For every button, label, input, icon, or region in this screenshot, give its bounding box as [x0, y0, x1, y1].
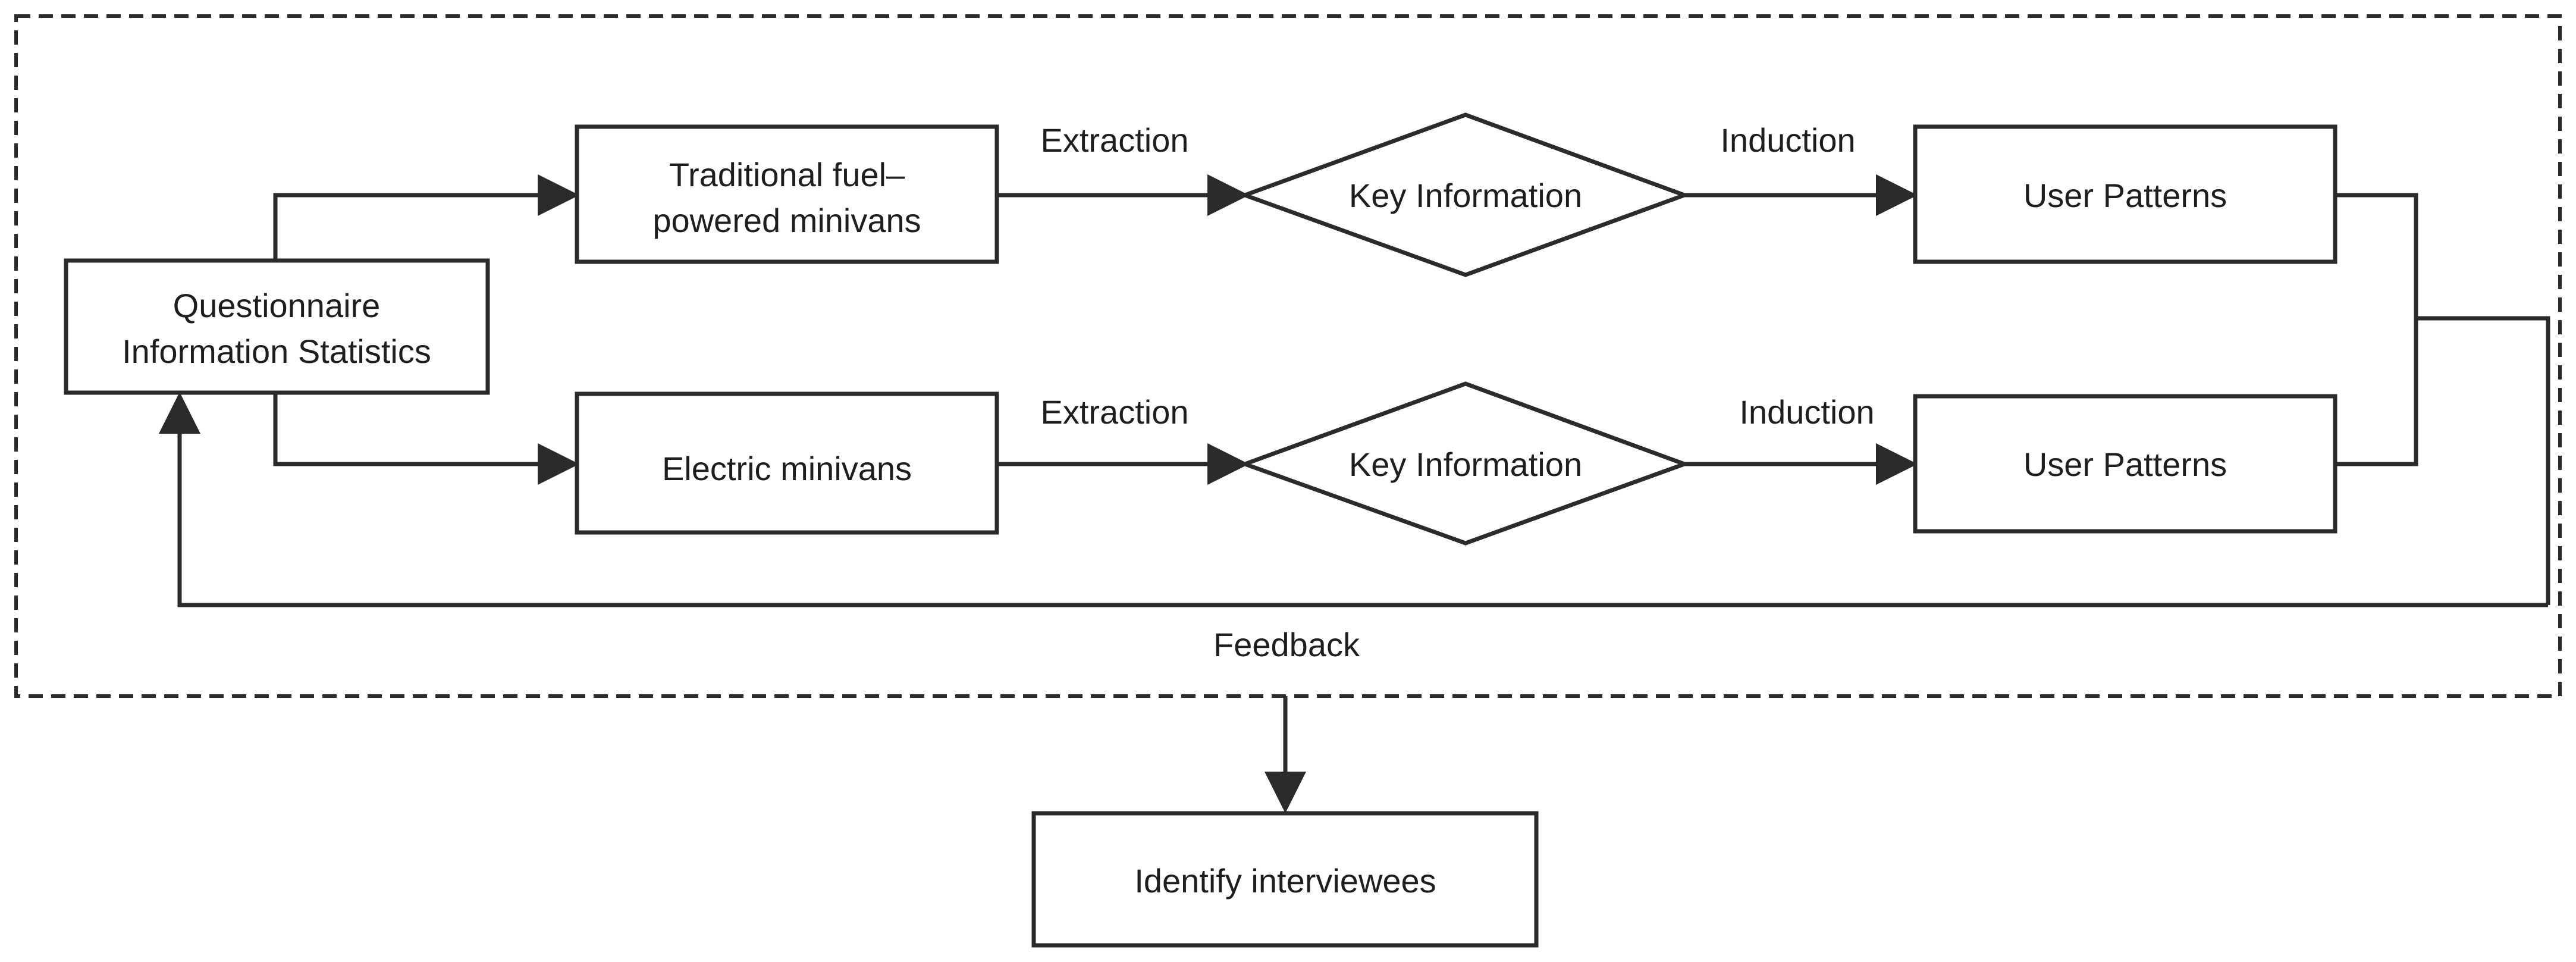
questionnaire-label-line2: Information Statistics [122, 333, 431, 370]
key-info-top-diamond [1238, 112, 1691, 277]
node-user-patterns-bottom: User Patterns [1913, 394, 2337, 534]
edge-questionnaire-to-electric [273, 393, 579, 485]
node-user-patterns-top: User Patterns [1913, 124, 2337, 264]
identify-label: Identify interviewees [1134, 862, 1436, 900]
traditional-label-line2: powered minivans [652, 202, 921, 239]
user-patterns-top-box [1913, 124, 2337, 264]
dashed-boundary [14, 14, 2562, 698]
key-info-top-label: Key Information [1349, 177, 1582, 214]
connectors [159, 174, 2550, 813]
identify-box [1031, 811, 1539, 948]
user-patterns-top-label: User Patterns [2023, 177, 2227, 214]
key-info-bottom-label: Key Information [1349, 446, 1582, 483]
extraction-bottom-label: Extraction [1041, 393, 1189, 431]
feedback-label: Feedback [1213, 626, 1360, 663]
questionnaire-box [64, 258, 490, 395]
node-traditional-minivans: Traditional fuel– powered minivans [575, 124, 999, 264]
extraction-top-label: Extraction [1041, 121, 1189, 159]
traditional-label-line1: Traditional fuel– [669, 156, 905, 193]
node-identify-interviewees: Identify interviewees [1031, 811, 1539, 948]
questionnaire-label-line1: Questionnaire [173, 287, 381, 324]
traditional-box [575, 124, 999, 264]
key-info-bottom-diamond [1238, 381, 1691, 546]
electric-label: Electric minivans [662, 450, 912, 487]
edge-feedback-loop [159, 392, 2548, 607]
electric-box [575, 391, 999, 535]
node-key-information-top: Key Information [1238, 112, 1691, 277]
user-patterns-bottom-box [1913, 394, 2337, 534]
edge-userpatterns-top-out [2335, 193, 2418, 466]
edge-questionnaire-to-traditional [273, 174, 579, 261]
node-key-information-bottom: Key Information [1238, 381, 1691, 546]
node-electric-minivans: Electric minivans [575, 391, 999, 535]
edge-merge-stub [2416, 316, 2550, 605]
induction-bottom-label: Induction [1739, 393, 1874, 431]
user-patterns-bottom-label: User Patterns [2023, 446, 2227, 483]
node-questionnaire: Questionnaire Information Statistics [64, 258, 490, 395]
induction-top-label: Induction [1720, 121, 1855, 159]
